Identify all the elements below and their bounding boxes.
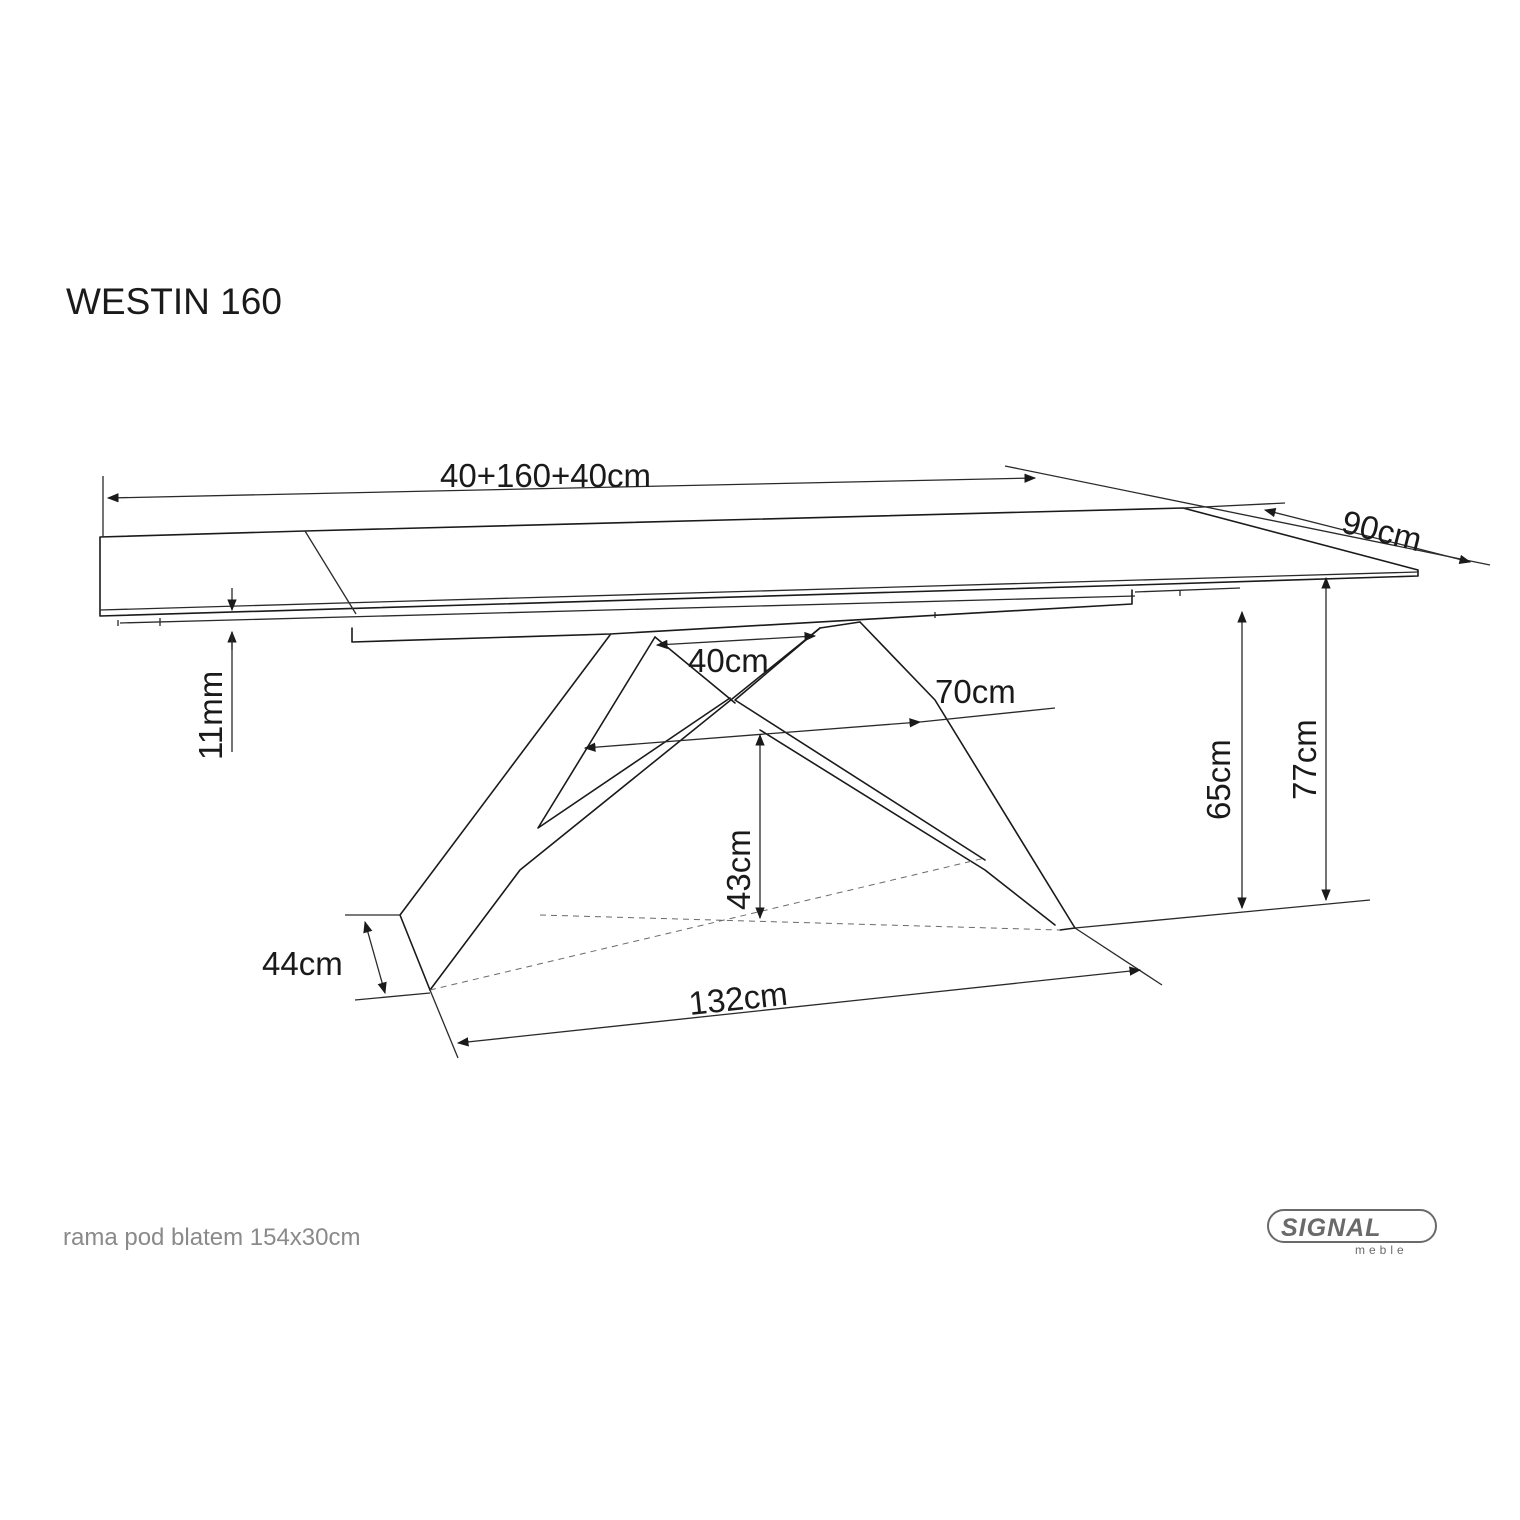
label-total-length: 40+160+40cm [440, 457, 651, 494]
dimension-table-height: 77cm [1286, 576, 1331, 902]
label-leg-spacing-top: 40cm [688, 642, 769, 679]
dimension-total-length: 40+160+40cm [102, 457, 1491, 566]
label-top-thickness: 11mm [192, 671, 229, 760]
frame-footnote: rama pod blatem 154x30cm [63, 1224, 361, 1251]
label-table-height: 77cm [1286, 719, 1323, 800]
label-cross-height: 43cm [720, 829, 757, 910]
dimension-leg-spread-mid: 70cm [583, 673, 1056, 752]
label-depth: 90cm [1338, 503, 1425, 558]
product-title: WESTIN 160 [66, 281, 282, 322]
dimension-foot-span: 132cm [429, 927, 1163, 1059]
dimension-top-thickness: 11mm [192, 588, 237, 760]
label-foot-depth: 44cm [262, 945, 343, 982]
signal-meble-logo: SIGNAL meble [1267, 1209, 1437, 1257]
table-top [99, 507, 1419, 643]
dimension-foot-depth: 44cm [262, 914, 431, 1001]
label-leg-spread-mid: 70cm [935, 673, 1016, 710]
label-frame-height: 65cm [1200, 739, 1237, 820]
dimension-leg-spacing-top: 40cm [655, 631, 817, 679]
dimension-frame-height: 65cm [1074, 610, 1371, 929]
logo-brand: SIGNAL [1281, 1214, 1381, 1242]
label-foot-span: 132cm [687, 975, 789, 1022]
dimension-cross-height: 43cm [720, 733, 765, 920]
logo-subtitle: meble [1355, 1243, 1408, 1257]
